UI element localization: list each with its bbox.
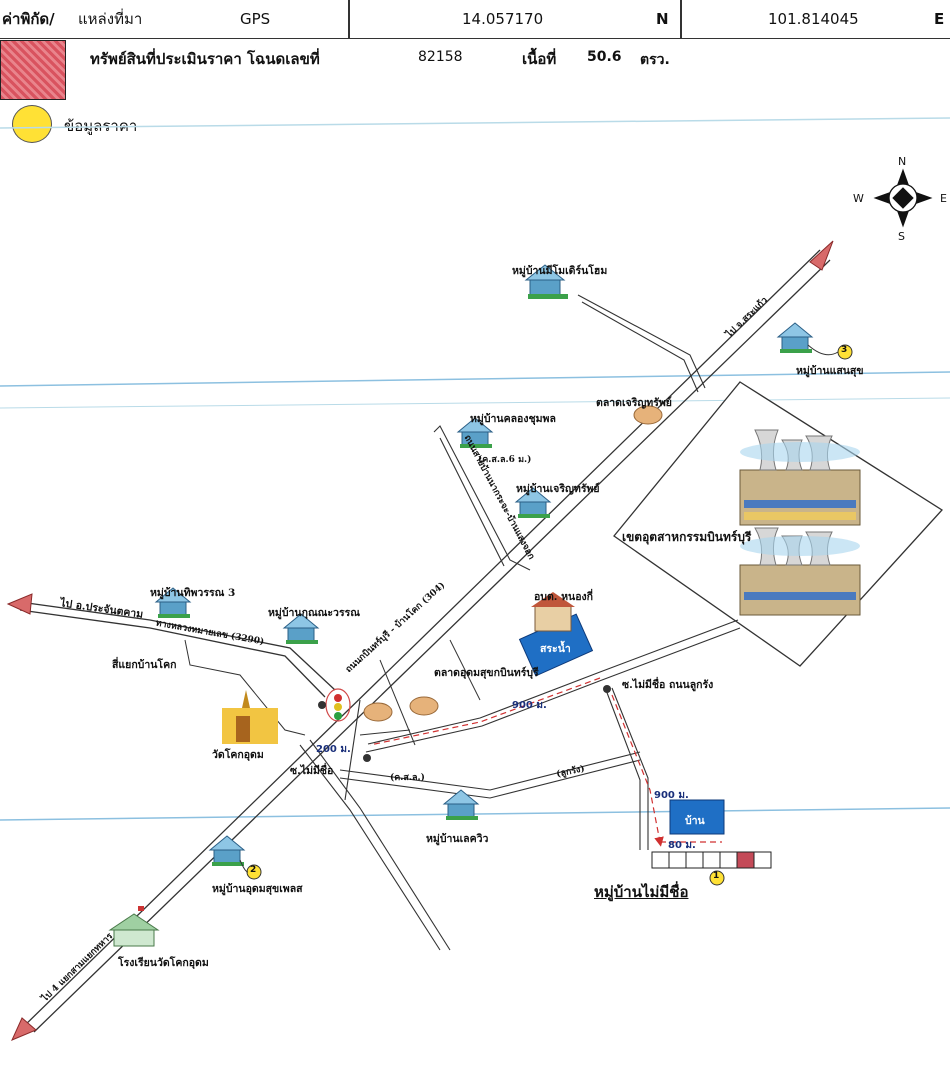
label-kso: (ค.ส.ล.)	[390, 773, 425, 783]
area-value: 50.6	[587, 49, 622, 65]
road-south	[299, 699, 641, 951]
road-modern-home	[577, 294, 706, 393]
label-thipphawan: หมู่บ้านทิพวรรณ 3	[150, 587, 236, 599]
label-kso6: (ค.ส.ล.6 ม.)	[478, 455, 532, 465]
label-modern-home: หมู่บ้านมีโมเดิร์นโฮม	[512, 265, 608, 277]
label-house: บ้าน	[685, 815, 705, 827]
compass-s: S	[898, 230, 905, 243]
scan-line	[0, 371, 950, 387]
label-kunnawan: หมู่บ้านกุณณะวรรณ	[268, 607, 360, 619]
scan-line	[0, 807, 950, 821]
label-sao-nongki: อบต. หนองกี่	[534, 591, 593, 603]
arrow-ne	[809, 240, 834, 271]
highway-3290	[19, 601, 336, 698]
lon-dir: E	[934, 10, 945, 28]
price-legend-dot	[12, 105, 52, 143]
price-legend-label: ข้อมูลราคา	[64, 117, 138, 135]
arrow-w	[6, 593, 33, 615]
source-value: GPS	[240, 10, 271, 28]
compass-e: E	[940, 192, 947, 205]
leader	[807, 344, 839, 356]
label-market-udom: ตลาดอุดมสุขกบินทร์บุรี	[434, 667, 539, 679]
house-block	[669, 799, 725, 835]
label-udom-suk: หมู่บ้านอุดมสุขเพลส	[212, 883, 303, 895]
arrow-sw	[11, 1017, 37, 1041]
grass	[158, 294, 812, 866]
label-target-village: หมู่บ้านไม่มีชื่อ	[594, 883, 689, 901]
factory-icon	[739, 429, 861, 526]
distance-200: 200 ม.	[316, 744, 351, 755]
source-label: แหล่งที่มา	[78, 10, 143, 28]
marker-3: 3	[841, 345, 848, 355]
label-charoensap-market: ตลาดเจริญทรัพย์	[596, 397, 672, 409]
scan-line	[0, 397, 950, 409]
village-icon	[154, 264, 814, 865]
soi-dot	[363, 754, 371, 762]
traffic-light-icon	[325, 688, 351, 722]
leader	[239, 859, 249, 873]
area-unit: ตรว.	[640, 52, 670, 68]
market-icon	[363, 405, 663, 722]
market-roads	[359, 639, 481, 746]
main-highway	[19, 249, 831, 1033]
label-industrial: เขตอุตสาหกรรมบินทร์บุรี	[622, 530, 752, 544]
marker-2: 2	[250, 865, 257, 875]
compass-w: W	[853, 192, 864, 205]
marker-1: 1	[713, 871, 720, 881]
label-wat-khok: วัดโคกอุดม	[212, 749, 264, 761]
label-soi: ซ.ไม่มีชื่อ	[290, 765, 334, 777]
label-soi-laterite: ซ.ไม่มีชื่อ ถนนลูกรัง	[622, 679, 714, 691]
office-icon	[531, 592, 575, 632]
label-khlong-chumphon: หมู่บ้านคลองชุมพล	[470, 413, 556, 425]
divider	[680, 0, 682, 38]
label-saensuk: หมู่บ้านแสนสุข	[796, 365, 864, 377]
divider	[348, 0, 350, 38]
lat-dir: N	[656, 10, 669, 28]
route-line	[369, 677, 722, 847]
village-road	[433, 425, 531, 571]
label-intersection: สี่แยกบ้านโคก	[112, 659, 177, 671]
road-wat	[184, 639, 306, 736]
soi-laterite	[605, 687, 649, 850]
asset-label: ทรัพย์สินที่ประเมินราคา โฉนดเลขที่	[90, 50, 320, 68]
soi-dot	[603, 685, 611, 693]
plot-row	[651, 851, 772, 869]
deed-number: 82158	[418, 49, 463, 65]
coord-label: ค่าพิกัด/	[2, 10, 55, 28]
label-charoensap-village: หมู่บ้านเจริญทรัพย์	[516, 483, 600, 495]
label-pond: สระน้ำ	[540, 643, 571, 655]
lon-value: 101.814045	[768, 10, 859, 28]
area-label: เนื้อที่	[522, 50, 557, 68]
distance-900a: 900 ม.	[512, 700, 547, 711]
compass-n: N	[898, 155, 907, 168]
label-lake-view: หมู่บ้านเลควิว	[426, 833, 489, 845]
asset-swatch	[0, 40, 66, 100]
price-marker	[246, 344, 853, 886]
school-icon	[108, 906, 160, 947]
factory-icon	[739, 527, 861, 616]
compass-icon	[873, 168, 933, 228]
distance-900b: 900 ม.	[654, 790, 689, 801]
label-school: โรงเรียนวัดโคกอุดม	[118, 957, 209, 969]
road-east	[365, 619, 741, 753]
intersection-dot	[318, 701, 326, 709]
distance-80: 80 ม.	[668, 840, 696, 851]
scan-line	[0, 117, 950, 129]
coordinate-header: ค่าพิกัด/ แหล่งที่มา GPS 14.057170 N 101…	[0, 0, 950, 39]
temple-icon	[222, 690, 278, 744]
lat-value: 14.057170	[462, 10, 544, 28]
